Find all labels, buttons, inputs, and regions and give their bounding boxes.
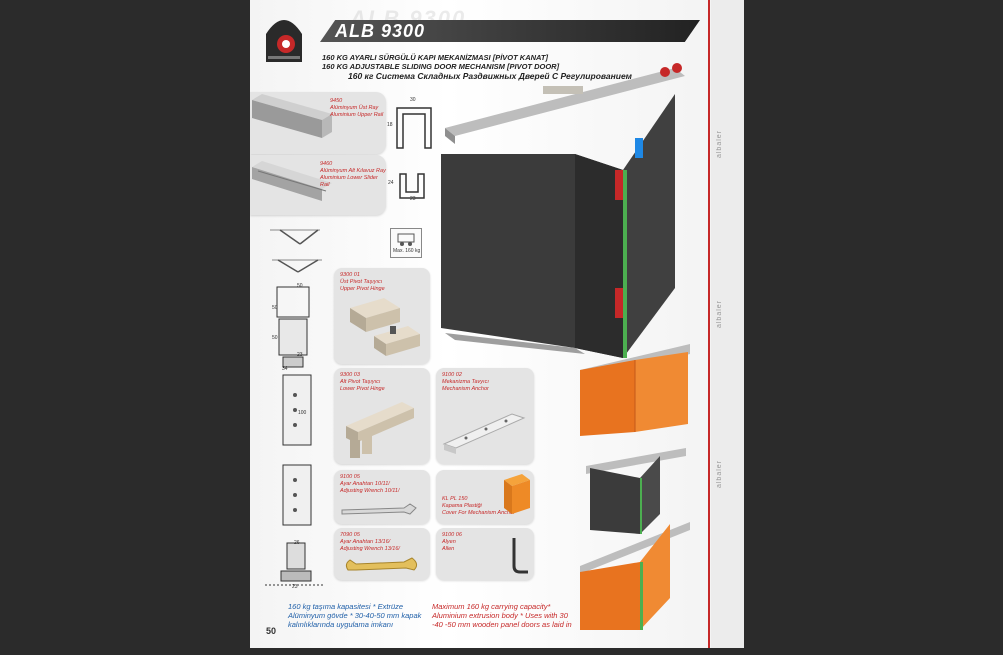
lower-pivot-card: 9300 03 Alt Pivot Taşıyıcı Lower Pivot H… (334, 368, 430, 464)
capacity-box: Max. 160 kg (390, 228, 422, 258)
cover-plastic-card: KL PL 150 Kapama Plastiği Cover For Mech… (436, 470, 534, 524)
wrench-13-16-card: 7090 05 Ayar Anahtarı 13/16/ Adjusting W… (334, 528, 430, 580)
allen-key-card: 9100 06 Alyen Allen (436, 528, 534, 580)
part-name-tr: Alüminyum Alt Kılavuz Ray (320, 168, 386, 174)
dim-label: 24 (388, 180, 394, 186)
dim-label: 23 (292, 584, 298, 590)
part-name-en: Adjusting Wrench 10/11/ (340, 488, 400, 494)
part-name-en: Aluminium Upper Rail (330, 112, 384, 118)
footer-text-en: Maximum 160 kg carrying capacity* Alumin… (432, 602, 572, 629)
door-mechanism-illustration (441, 63, 685, 358)
part-name-en: Adjusting Wrench 13/16/ (340, 546, 400, 552)
part-name-tr: Ayar Anahtarı 13/16/ (340, 539, 391, 545)
part-name-tr: Alüminyum Üst Ray (330, 105, 379, 111)
accent-line (708, 0, 710, 648)
part-name-en: Aluminium Lower Slider Rail (320, 175, 378, 188)
part-name-tr: Mekanizma Tavyıcı (442, 379, 489, 385)
wrench-10-11-card: 9100 05 Ayar Anahtarı 10/11/ Adjusting W… (334, 470, 430, 524)
part-name-en: Allen (442, 546, 455, 552)
side-label: albaler (716, 460, 723, 489)
subtitle-tr: 160 KG AYARLI SÜRGÜLÜ KAPI MEKANİZMASI [… (322, 53, 548, 62)
part-name-tr: Ayar Anahtarı 10/11/ (340, 481, 390, 487)
part-code: KL PL 150 (442, 496, 468, 502)
side-label: albaler (716, 130, 723, 159)
dim-label: 23 (410, 196, 416, 202)
section-drawing (265, 286, 325, 586)
lower-rail-image (252, 161, 332, 201)
dim-label: 50 (272, 305, 278, 311)
carriage-icon (397, 233, 415, 246)
part-name-en: Upper Pivot Hinge (340, 286, 385, 292)
side-strip (711, 0, 744, 648)
part-code: 9450 (330, 98, 343, 104)
part-code: 9300 03 (340, 372, 360, 378)
subtitle-en: 160 KG ADJUSTABLE SLIDING DOOR MECHANISM… (322, 62, 560, 71)
allen-key-icon (512, 538, 528, 574)
catalog-page: ALB 9300 ALB 9300 160 KG AYARLI SÜRGÜLÜ … (250, 0, 744, 648)
part-code: 9100 05 (340, 474, 360, 480)
part-code: 7090 05 (340, 532, 360, 538)
fold-sketch (270, 229, 320, 245)
upper-pivot-card: 9300 01 Üst Pivot Taşıyıcı Upper Pivot H… (334, 268, 430, 364)
dim-label: 23 (297, 352, 303, 358)
brand-logo-icon (266, 20, 302, 62)
part-name-tr: Alyen (442, 539, 456, 545)
upper-pivot-image (350, 298, 420, 356)
lower-rail-profile-drawing (399, 173, 425, 199)
title-band (320, 20, 700, 42)
fold-sketch (272, 259, 322, 273)
mechanism-anchor-card: 9100 02 Mekanizma Tavyıcı Mechanism Anch… (436, 368, 534, 464)
part-code: 9460 (320, 161, 333, 167)
part-code: 9300 01 (340, 272, 360, 278)
dim-label: 34 (282, 366, 288, 372)
wrench-icon (341, 503, 417, 515)
dim-label: 18 (387, 122, 393, 128)
dim-label: 50 (297, 283, 303, 289)
mechanism-anchor-image (442, 413, 526, 454)
footer-text-tr: 160 kg taşıma kapasitesi * Extrüze Alümi… (288, 602, 422, 629)
subtitle-ru: 160 кг Система Складных Раздвижных Двере… (348, 71, 632, 81)
lower-rail-card: 9460 Alüminyum Alt Kılavuz Ray Aluminium… (250, 155, 386, 215)
cover-plastic-image (504, 474, 530, 514)
part-name-en: Lower Pivot Hinge (340, 386, 385, 392)
door-illustration-orange-closed (580, 344, 690, 436)
door-illustration-orange-folding (580, 522, 690, 630)
wrench-icon (345, 557, 418, 571)
part-code: 9100 06 (442, 532, 462, 538)
upper-rail-profile-drawing (396, 107, 432, 149)
page-title: ALB 9300 (335, 21, 426, 41)
page-number: 50 (266, 626, 277, 636)
side-label: albaler (716, 300, 723, 329)
dim-label: 50 (272, 335, 278, 341)
dim-label: 30 (410, 97, 416, 103)
door-illustration-dark-folding (586, 448, 686, 534)
capacity-label: Max. 160 kg (393, 248, 421, 254)
part-name-en: Mechanism Anchor (442, 386, 489, 392)
dim-label: 100 (298, 410, 307, 416)
lower-pivot-image (346, 402, 414, 458)
part-name-tr: Üst Pivot Taşıyıcı (340, 279, 383, 285)
part-name-tr: Kapama Plastiği (442, 503, 482, 509)
part-code: 9100 02 (442, 372, 462, 378)
upper-rail-image (252, 94, 332, 138)
part-name-tr: Alt Pivot Taşıyıcı (340, 379, 381, 385)
part-name-en: Cover For Mechanism Anchor (442, 510, 515, 516)
dim-label: 26 (294, 540, 300, 546)
upper-rail-card: 9450 Alüminyum Üst Ray Aluminium Upper R… (250, 92, 386, 154)
